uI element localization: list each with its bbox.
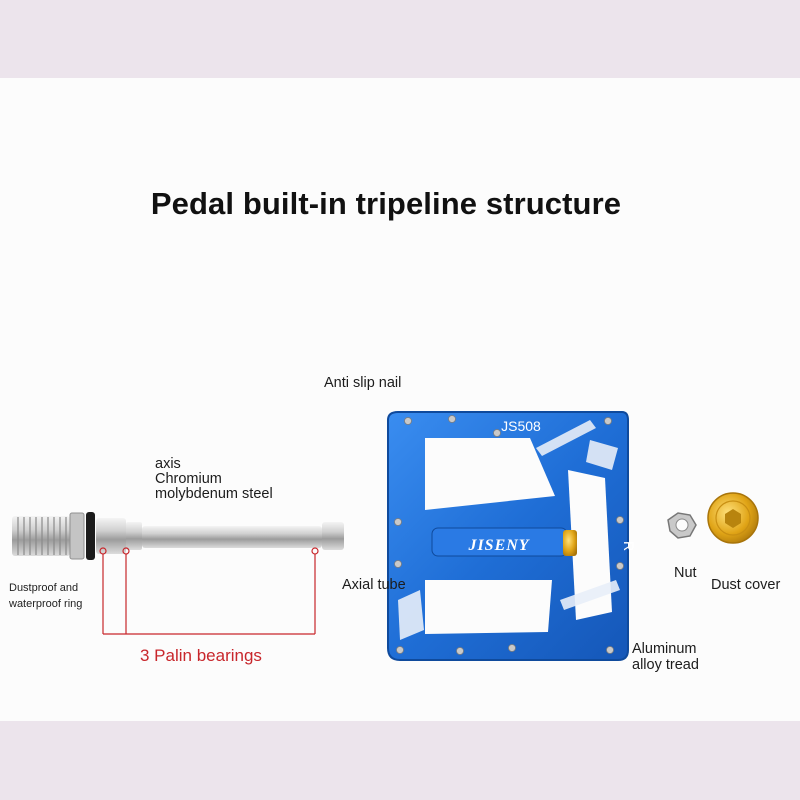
- label-dustproof-ring-1: Dustproof and: [9, 582, 79, 594]
- pedal-brand-label: JISENY: [467, 537, 529, 554]
- label-axis-material-1: Chromium: [155, 471, 222, 487]
- label-axis: axis: [155, 456, 181, 472]
- label-dustproof-ring-2: waterproof ring: [9, 598, 83, 610]
- label-aluminum-2: alloy tread: [632, 657, 699, 673]
- label-axial-tube: Axial tube: [342, 577, 406, 593]
- bearing-indicators: [99, 547, 319, 635]
- pedal-body: [387, 411, 629, 661]
- label-anti-slip-nail: Anti slip nail: [324, 375, 402, 391]
- label-axis-material-2: molybdenum steel: [155, 486, 273, 502]
- pedal-side-mark: R: [621, 541, 637, 551]
- label-bearings: 3 Palin bearings: [140, 646, 262, 665]
- label-aluminum-1: Aluminum: [632, 641, 697, 657]
- label-dust-cover: Dust cover: [711, 577, 781, 593]
- axle-spindle: [12, 512, 344, 560]
- nut-illustration: [667, 512, 697, 539]
- dust-cover-illustration: [707, 492, 759, 544]
- page-title: Pedal built-in tripeline structure: [150, 186, 622, 221]
- pedal-model-label: JS508: [501, 418, 541, 434]
- label-nut: Nut: [674, 565, 697, 581]
